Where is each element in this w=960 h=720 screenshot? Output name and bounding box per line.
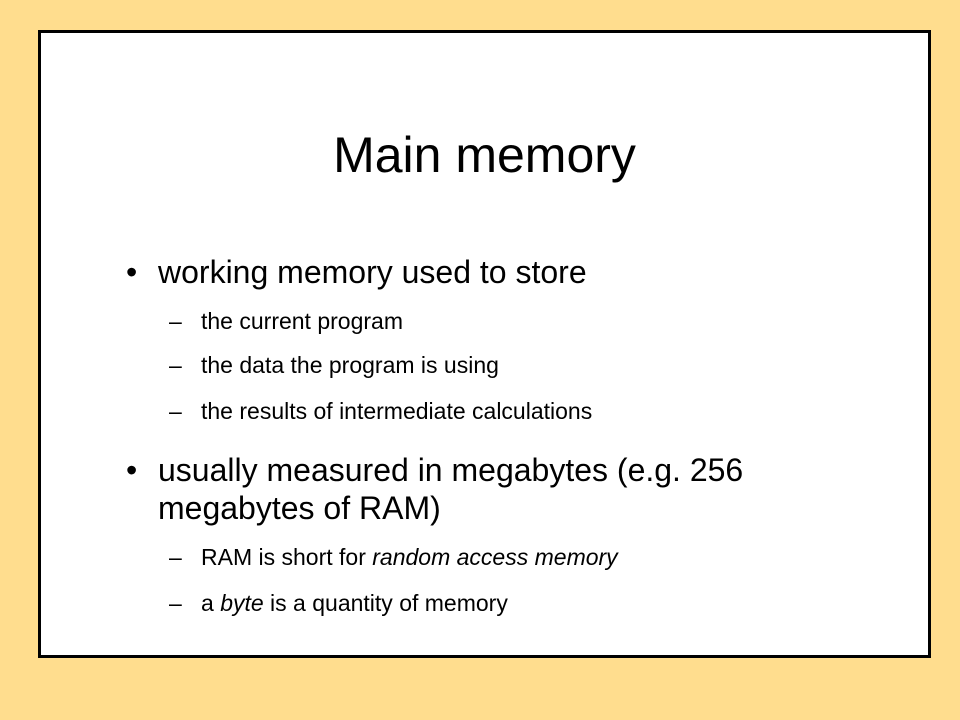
slide-frame: Main memory • working memory used to sto… [38,30,931,658]
sub-bullet-marker: – [169,352,182,378]
sub-bullet-text: the results of intermediate calculations [201,398,593,424]
bullet-text: working memory used to store [158,254,587,290]
sub-bullet-text: the current program [201,308,403,334]
sub-bullet-item: – the results of intermediate calculatio… [169,397,592,425]
sub-bullet-item: – the data the program is using [169,351,499,379]
bullet-text: usually measured in megabytes (e.g. 256 … [158,452,744,526]
sub-bullet-marker: – [169,308,182,334]
sub-bullet-marker: – [169,544,182,570]
sub-bullet-text: a byte is a quantity of memory [201,590,508,616]
sub-bullet-item: – RAM is short for random access memory [169,543,618,571]
sub-bullet-marker: – [169,590,182,616]
sub-bullet-marker: – [169,398,182,424]
slide-title: Main memory [333,127,636,183]
sub-bullet-item: – a byte is a quantity of memory [169,589,508,617]
bullet-marker: • [126,254,138,290]
sub-bullet-text: the data the program is using [201,352,499,378]
bullet-marker: • [126,452,138,488]
bullet-item: • usually measured in megabytes (e.g. 25… [126,451,858,527]
sub-bullet-item: – the current program [169,307,403,335]
sub-bullet-text: RAM is short for random access memory [201,544,618,570]
bullet-item: • working memory used to store [126,253,858,291]
